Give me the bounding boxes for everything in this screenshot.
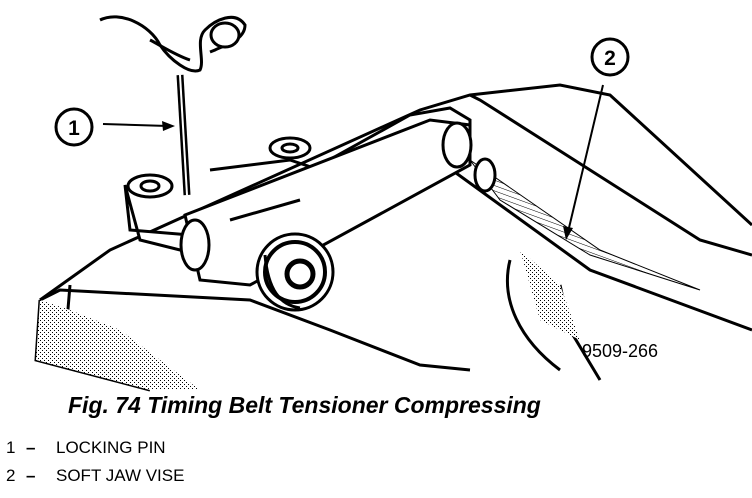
tensioner-pulley [255,157,497,312]
tensioner-cylinder [179,118,473,287]
jaw-lower-shading [520,250,580,340]
legend-number: 2 [6,466,16,485]
figure-caption: Fig. 74 Timing Belt Tensioner Compressin… [68,392,541,418]
figure-number: 9509-266 [582,341,658,361]
callout-1: 1 [54,107,175,147]
fingers-drawing [99,15,247,73]
legend-item-soft-jaw-vise: 2– SOFT JAW VISE [6,466,184,486]
vise-shading [36,300,200,390]
legend-separator: – [26,466,36,485]
legend-number: 1 [6,438,16,457]
tensioner-illustration: 1 2 9509-266 [34,15,752,392]
jaw-shading [469,159,701,291]
locking-pin-drawing [176,74,191,196]
svg-text:2: 2 [604,47,616,70]
legend-item-locking-pin: 1– LOCKING PIN [6,438,166,458]
legend-label: SOFT JAW VISE [56,466,185,485]
callout-2: 2 [563,37,630,240]
svg-text:1: 1 [68,117,80,140]
legend-label: LOCKING PIN [56,438,166,457]
legend-separator: – [26,438,36,457]
